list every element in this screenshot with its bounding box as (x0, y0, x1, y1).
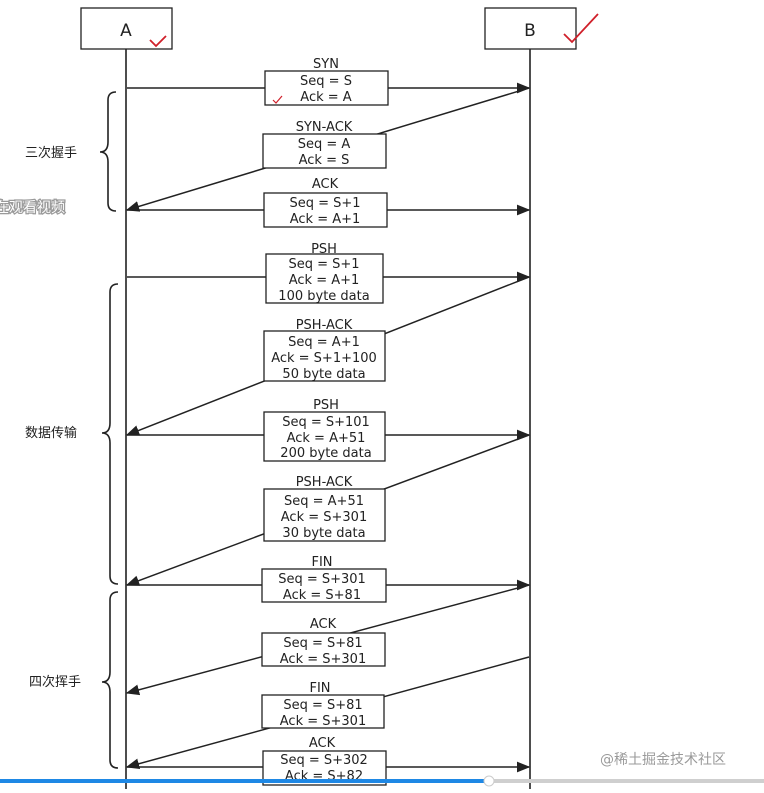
message-title: PSH-ACK (296, 475, 353, 490)
message-line: Ack = A (300, 90, 351, 105)
message-psh-ack-1: PSH-ACK Seq = A+1 Ack = S+1+100 50 byte … (263, 318, 386, 382)
message-fin-2: FIN Seq = S+81 Ack = S+301 (261, 681, 385, 729)
message-line: Seq = A+51 (284, 494, 364, 509)
message-title: ACK (310, 617, 337, 632)
message-line: Seq = A (298, 137, 351, 152)
message-title: FIN (309, 681, 330, 696)
message-line: Ack = A+1 (290, 212, 361, 227)
message-ack-3: ACK Seq = S+302 Ack = S+82 (262, 736, 387, 786)
message-line: Ack = S+301 (280, 714, 366, 729)
progress-handle[interactable] (483, 775, 495, 787)
message-line: Seq = S+81 (283, 698, 362, 713)
checkmark-annotation-syn (272, 95, 283, 104)
message-psh-ack-2: PSH-ACK Seq = A+51 Ack = S+301 30 byte d… (263, 475, 386, 542)
checkmark-annotation-a (149, 35, 167, 48)
message-line: Ack = A+1 (289, 273, 360, 288)
message-ack-2: ACK Seq = S+81 Ack = S+301 (261, 617, 386, 667)
participant-b-label: B (524, 21, 536, 41)
phase-label-handshake: 三次握手 (25, 145, 77, 161)
message-line: Ack = S (299, 153, 350, 168)
message-line: 200 byte data (280, 446, 371, 461)
message-title: PSH (313, 398, 339, 413)
message-line: Ack = S+301 (280, 652, 366, 667)
message-syn: SYN Seq = S Ack = A (264, 57, 389, 106)
phase-label-transfer: 数据传输 (25, 425, 77, 441)
message-title: ACK (312, 177, 339, 192)
progress-fill (0, 779, 489, 783)
message-line: Seq = S+302 (280, 753, 368, 768)
participant-a-label: A (120, 21, 132, 41)
message-line: Seq = S+1 (289, 196, 360, 211)
phase-brace-teardown (101, 591, 119, 769)
message-line: Ack = S+1+100 (271, 351, 377, 366)
message-line: Ack = A+51 (287, 431, 366, 446)
message-fin-1: FIN Seq = S+301 Ack = S+81 (261, 555, 387, 603)
message-line: Seq = S+81 (283, 636, 362, 651)
message-line: Seq = A+1 (288, 335, 360, 350)
checkmark-annotation-b (563, 13, 599, 44)
message-line: 30 byte data (282, 526, 365, 541)
message-title: ACK (309, 736, 336, 751)
participant-b: B (484, 7, 599, 50)
watermark: @稀土掘金技术社区 (600, 752, 726, 768)
message-syn-ack: SYN-ACK Seq = A Ack = S (262, 120, 387, 169)
video-caption: 在观看视频 (0, 200, 65, 216)
message-title: PSH-ACK (296, 318, 353, 333)
message-line: 50 byte data (282, 367, 365, 382)
message-psh-2: PSH Seq = S+101 Ack = A+51 200 byte data (263, 398, 386, 462)
message-line: Ack = S+81 (283, 588, 361, 603)
message-line: Seq = S+1 (288, 257, 359, 272)
message-title: FIN (311, 555, 332, 570)
phase-brace-transfer (101, 283, 119, 585)
message-line: Seq = S+301 (278, 572, 366, 587)
message-title: SYN (313, 57, 339, 72)
message-line: Seq = S+101 (282, 415, 370, 430)
message-line: Seq = S (300, 74, 352, 89)
message-ack-1: ACK Seq = S+1 Ack = A+1 (263, 177, 388, 228)
message-line: 100 byte data (278, 289, 369, 304)
message-title: SYN-ACK (296, 120, 353, 135)
participant-a: A (80, 7, 173, 50)
phase-brace-handshake (99, 91, 117, 212)
phase-label-teardown: 四次挥手 (29, 674, 81, 690)
message-title: PSH (311, 242, 337, 257)
message-line: Ack = S+301 (281, 510, 367, 525)
message-psh-1: PSH Seq = S+1 Ack = A+1 100 byte data (265, 242, 384, 304)
